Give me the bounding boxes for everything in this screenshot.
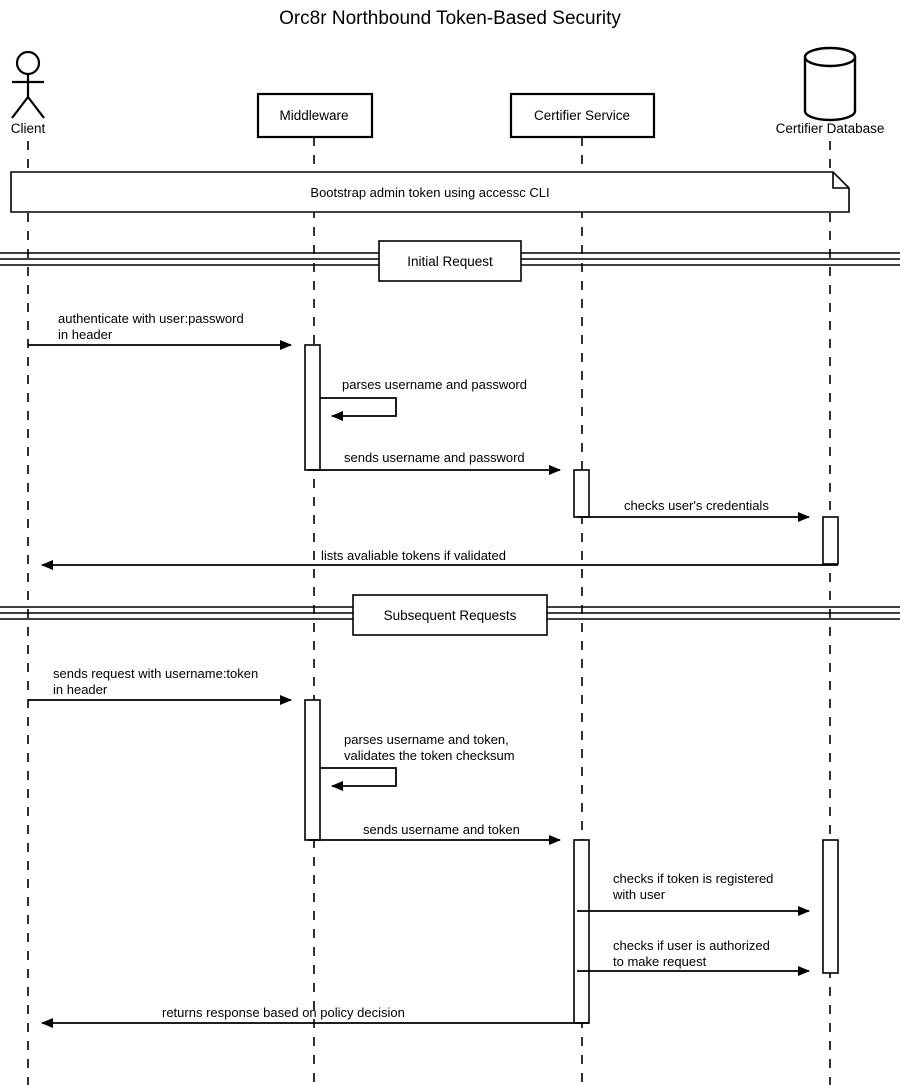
participant-label-client: Client xyxy=(11,121,46,136)
divider-initial-request: Initial Request xyxy=(0,240,900,282)
activation-bar-act-db-2[interactable] xyxy=(822,839,839,974)
message-label-line: in header xyxy=(53,682,108,697)
participant-box-middleware[interactable] xyxy=(256,92,374,139)
message-label-line: sends request with username:token xyxy=(53,666,258,681)
message-msg-parses-token-validates[interactable]: parses username and token,validates the … xyxy=(320,732,515,791)
actor-leg-left xyxy=(11,96,29,119)
message-msg-returns-response[interactable]: returns response based on policy decisio… xyxy=(41,1005,589,1028)
message-msg-parses-username-password[interactable]: parses username and password xyxy=(320,377,527,421)
message-label-line: sends username and token xyxy=(363,822,520,837)
notes-layer: Bootstrap admin token using accessc CLI xyxy=(10,171,850,213)
activation-bar-act-mw-1[interactable] xyxy=(304,344,321,471)
activation-bar-act-cs-1[interactable] xyxy=(573,469,590,518)
message-label-line: returns response based on policy decisio… xyxy=(162,1005,405,1020)
message-label-line: parses username and token, xyxy=(344,732,509,747)
page-title: Orc8r Northbound Token-Based Security xyxy=(279,8,621,29)
note-body xyxy=(10,171,850,213)
message-label-line: checks if user is authorized xyxy=(613,938,770,953)
participant-box-certifier[interactable] xyxy=(509,92,656,139)
message-label-line: authenticate with user:password xyxy=(58,311,244,326)
actor-leg-right xyxy=(27,96,45,119)
message-label-line: lists avaliable tokens if validated xyxy=(321,548,506,563)
participant-label-middleware: Middleware xyxy=(279,108,348,123)
divider-subsequent-requests: Subsequent Requests xyxy=(0,594,900,636)
actor-stick-figure-icon xyxy=(11,50,45,119)
message-label-line: checks if token is registered xyxy=(613,871,773,886)
activation-bar-act-mw-2[interactable] xyxy=(304,699,321,841)
activation-bar-act-cs-2[interactable] xyxy=(573,839,590,1024)
message-arrow-self xyxy=(320,397,397,421)
message-label-line: with user xyxy=(612,887,666,902)
note-fold-corner xyxy=(832,172,849,189)
activation-bar-act-db-1[interactable] xyxy=(822,516,839,565)
note-bootstrap-note: Bootstrap admin token using accessc CLI xyxy=(10,171,850,213)
message-msg-lists-tokens[interactable]: lists avaliable tokens if validated xyxy=(41,548,838,570)
database-cylinder-icon xyxy=(803,46,857,122)
database-body xyxy=(803,57,857,122)
message-msg-sends-username-token[interactable]: sends username and token xyxy=(308,822,561,845)
divider-box xyxy=(352,594,548,636)
message-msg-checks-credentials[interactable]: checks user's credentials xyxy=(577,498,810,522)
message-label-line: in header xyxy=(58,327,113,342)
divider-label: Subsequent Requests xyxy=(384,608,517,623)
actor-head xyxy=(15,50,41,76)
database-top-ellipse xyxy=(803,46,857,68)
participants-layer: Client Middleware Certifier ServiceCertifi… xyxy=(11,46,885,139)
message-msg-sends-username-password[interactable]: sends username and password xyxy=(308,450,561,475)
divider-label: Initial Request xyxy=(407,254,493,269)
activations-layer xyxy=(304,344,839,1024)
message-label-line: sends username and password xyxy=(344,450,525,465)
message-label-line: validates the token checksum xyxy=(344,748,515,763)
note-text: Bootstrap admin token using accessc CLI xyxy=(310,185,549,200)
participant-label-database: Certifier Database xyxy=(776,121,885,136)
message-label-line: checks user's credentials xyxy=(624,498,769,513)
message-arrow-self xyxy=(320,767,397,791)
message-label-line: parses username and password xyxy=(342,377,527,392)
message-label-line: to make request xyxy=(613,954,707,969)
divider-box xyxy=(378,240,522,282)
participant-label-certifier: Certifier Service xyxy=(534,108,630,123)
